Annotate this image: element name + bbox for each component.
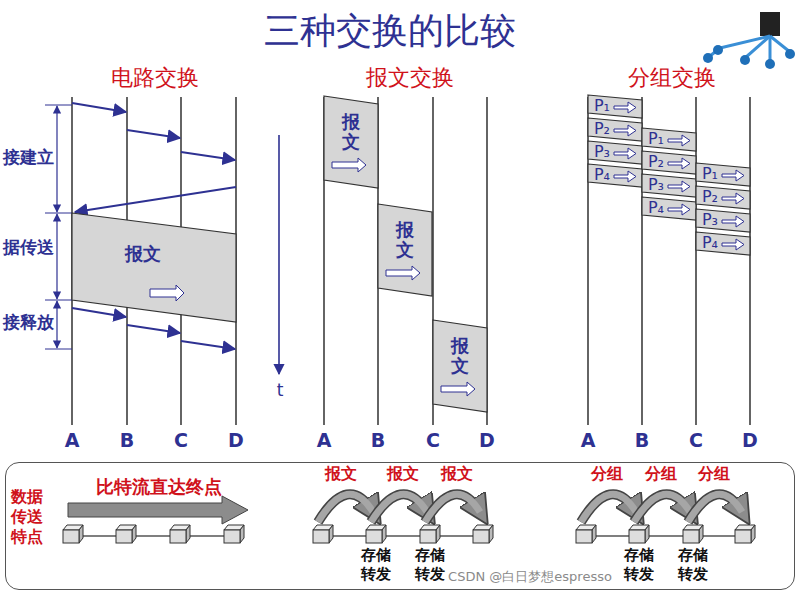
packet-block: P₂ — [588, 118, 642, 141]
packet-block: P₄ — [642, 197, 696, 220]
packet-block: P₃ — [696, 209, 750, 232]
message-name: 报文 — [342, 112, 360, 152]
station-name: C — [174, 430, 188, 451]
diagram-title: 三种交换的比较 — [264, 11, 516, 51]
bracket-tick — [45, 349, 72, 350]
packet-block: P₄ — [588, 164, 642, 187]
station-name: A — [581, 430, 596, 451]
packet-name: P₂ — [702, 188, 718, 206]
packet-name: P₃ — [648, 176, 664, 194]
message-block: 报文 — [324, 96, 378, 188]
time-label: t — [277, 381, 284, 400]
packet-label: 分组 — [698, 465, 730, 483]
time-axis — [278, 135, 280, 374]
store-forward-label: 存储转发 — [415, 546, 445, 584]
bracket-tick — [45, 105, 72, 106]
phase-label: 据传送 — [3, 238, 54, 257]
phase-label: 接建立 — [3, 148, 54, 167]
feature-panel: 数据传送特点比特流直达终点报文报文报文存储转发存储转发分组分组分组存储转发存储转… — [5, 462, 795, 590]
packet-block: P₂ — [696, 186, 750, 209]
packet-name: P₁ — [702, 165, 718, 183]
station-line — [749, 97, 750, 425]
message-label: 报文 — [441, 465, 473, 483]
message-label: 报文 — [387, 465, 419, 483]
store-forward-label: 存储转发 — [624, 546, 654, 584]
signal-arrow — [127, 130, 180, 138]
data-band: 报文 — [72, 213, 236, 322]
station-name: D — [228, 430, 244, 451]
message-name: 报文 — [396, 220, 414, 260]
packet-label: 分组 — [591, 465, 623, 483]
packet-name: P₁ — [648, 130, 664, 148]
phase-label: 接释放 — [3, 313, 54, 332]
packet-block: P₃ — [588, 141, 642, 164]
packet-name: P₂ — [648, 153, 664, 171]
signal-arrow — [75, 187, 236, 212]
column-heading: 报文交换 — [366, 66, 454, 90]
panel-heading: 数据传送特点 — [11, 487, 43, 547]
bit-stream-label: 比特流直达终点 — [96, 477, 222, 497]
packet-block: P₁ — [642, 128, 696, 151]
station-name: B — [120, 430, 134, 451]
signal-arrow — [72, 103, 126, 112]
packet-name: P₄ — [594, 166, 610, 184]
message-block: 报文 — [433, 320, 487, 412]
packet-label: 分组 — [645, 465, 677, 483]
bracket-tick — [45, 213, 72, 214]
packet-name: P₄ — [648, 199, 664, 217]
store-forward-label: 存储转发 — [678, 546, 708, 584]
packet-block: P₄ — [696, 232, 750, 255]
packet-block: P₁ — [696, 163, 750, 186]
watermark: CSDN @白日梦想espresso — [448, 570, 612, 584]
packet-name: P₁ — [594, 97, 610, 115]
phase-bracket — [56, 301, 57, 348]
transfer-illustration — [63, 494, 755, 543]
signal-arrow — [181, 341, 235, 349]
station-name: B — [635, 430, 649, 451]
packet-name: P₂ — [594, 120, 610, 138]
station-name: B — [371, 430, 385, 451]
station-name: C — [689, 430, 703, 451]
signal-arrow — [181, 152, 235, 160]
store-forward-label: 存储转发 — [361, 546, 391, 584]
message-block: 报文 — [378, 204, 432, 296]
message-name: 报文 — [451, 336, 469, 376]
message-name: 报文 — [125, 244, 161, 264]
column-heading: 分组交换 — [628, 66, 716, 90]
station-name: A — [317, 430, 332, 451]
packet-name: P₃ — [702, 211, 718, 229]
signal-arrow — [127, 325, 180, 333]
column-heading: 电路交换 — [111, 66, 199, 90]
packet-block: P₂ — [642, 151, 696, 174]
phase-bracket — [56, 214, 57, 299]
phase-bracket — [56, 106, 57, 212]
station-name: A — [65, 430, 80, 451]
message-label: 报文 — [325, 465, 357, 483]
packet-block: P₁ — [588, 95, 642, 118]
packet-name: P₃ — [594, 143, 610, 161]
block-outline — [72, 213, 236, 322]
bracket-tick — [45, 300, 72, 301]
station-name: C — [426, 430, 440, 451]
network-icon — [703, 12, 795, 69]
packet-name: P₄ — [702, 234, 718, 252]
station-name: D — [479, 430, 495, 451]
signal-arrow — [72, 308, 126, 317]
packet-block: P₃ — [642, 174, 696, 197]
station-name: D — [742, 430, 758, 451]
